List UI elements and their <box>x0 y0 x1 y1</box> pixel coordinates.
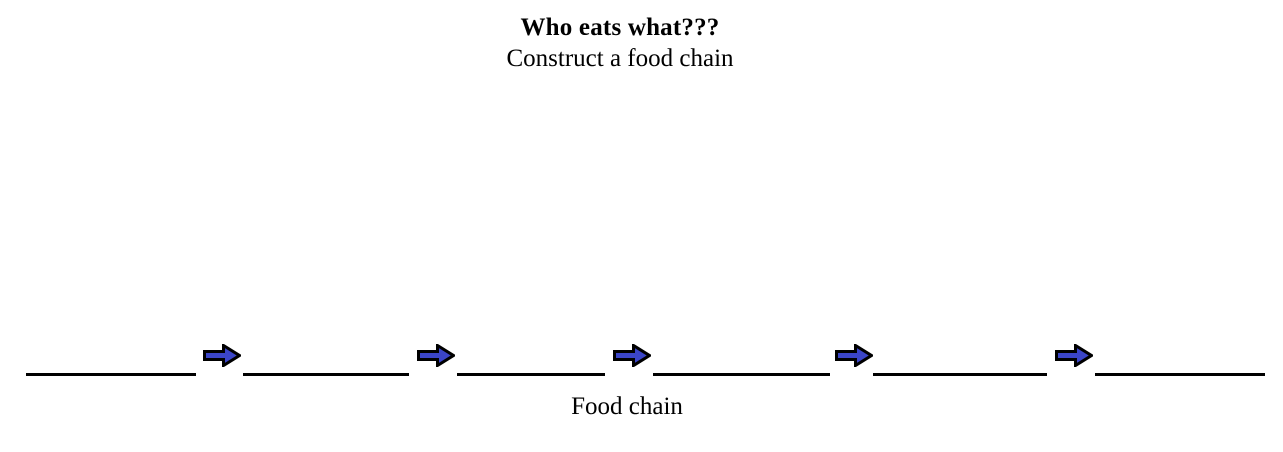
right-arrow-icon-1 <box>203 344 241 367</box>
right-arrow-icon-5 <box>1055 344 1093 367</box>
blank-line-1[interactable] <box>26 373 196 376</box>
blank-line-4[interactable] <box>653 373 830 376</box>
blank-line-3[interactable] <box>457 373 605 376</box>
blank-line-5[interactable] <box>873 373 1047 376</box>
right-arrow-icon-2 <box>417 344 455 367</box>
blank-line-2[interactable] <box>243 373 409 376</box>
page-subtitle: Construct a food chain <box>506 45 734 72</box>
page-title: Who eats what??? <box>520 14 720 41</box>
right-arrow-icon-4 <box>835 344 873 367</box>
blank-line-6[interactable] <box>1095 373 1265 376</box>
diagram-caption: Food chain <box>571 393 683 420</box>
heading-block: Who eats what??? Construct a food chain <box>0 12 1240 74</box>
right-arrow-icon-3 <box>613 344 651 367</box>
